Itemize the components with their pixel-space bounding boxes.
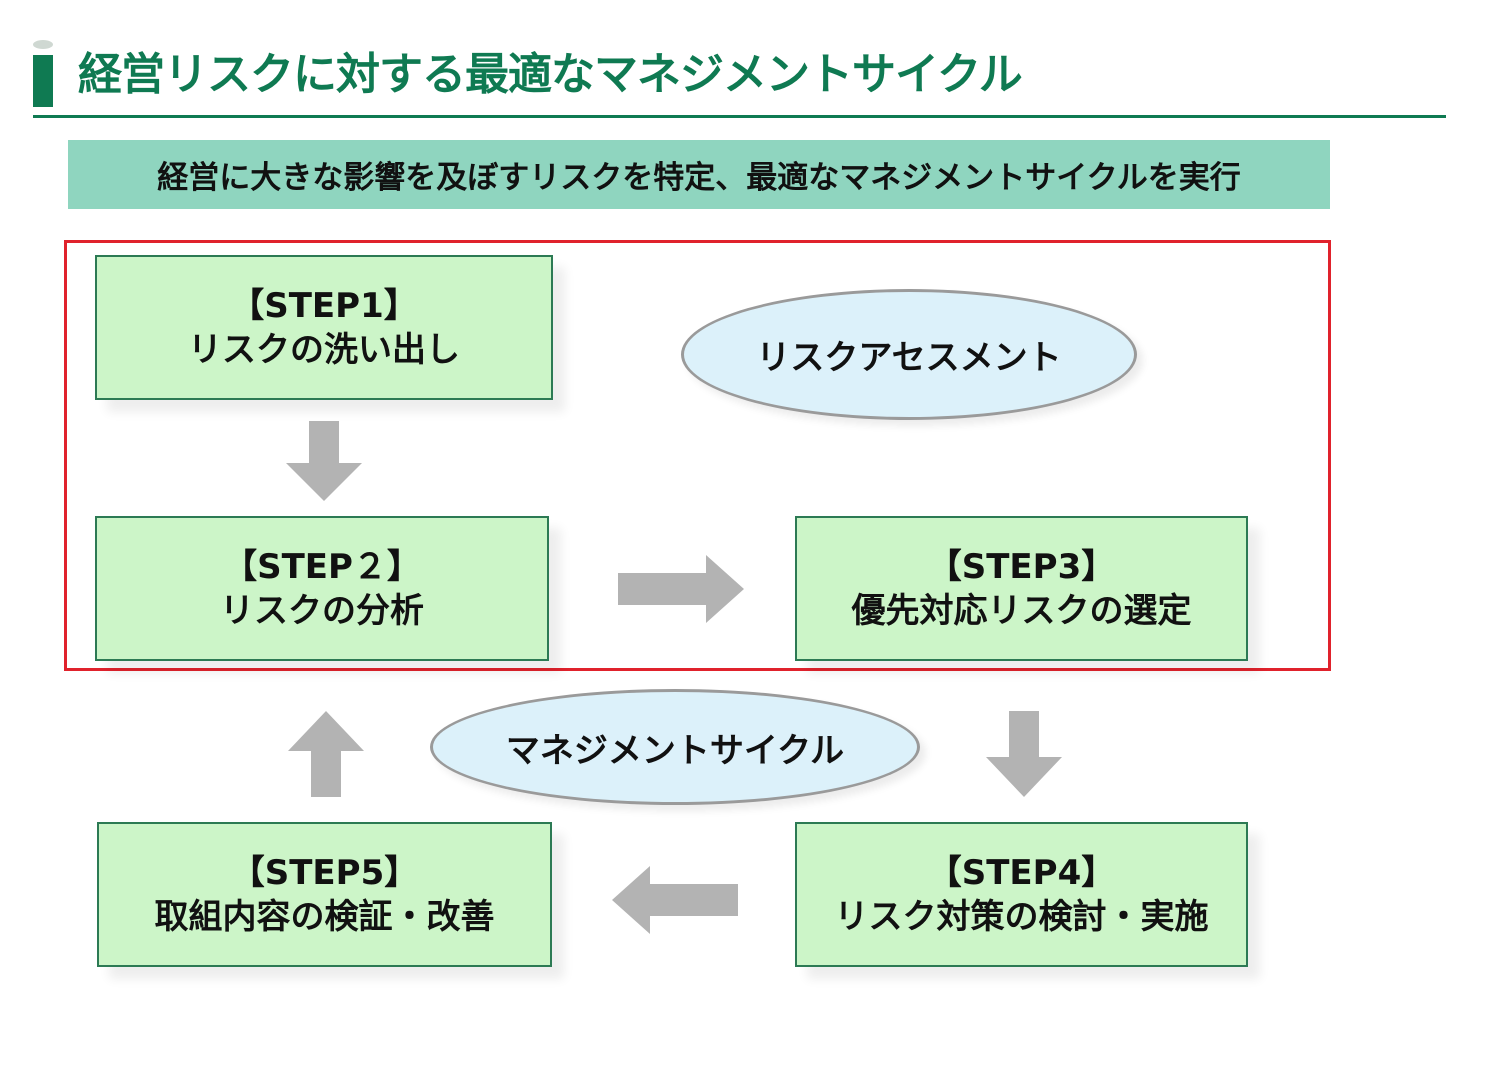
- step4-label: リスク対策の検討・実施: [834, 896, 1209, 937]
- step3-label: 優先対応リスクの選定: [851, 590, 1192, 631]
- arrow-left-step4-to-step5: [612, 866, 738, 934]
- arrow-right-step2-to-step3: [618, 555, 744, 623]
- arrow-down-step1-to-step2: [286, 421, 362, 501]
- step4-box: 【STEP4】 リスク対策の検討・実施: [795, 822, 1248, 967]
- step4-number: 【STEP4】: [927, 852, 1116, 893]
- title-marker-dot: [33, 40, 53, 49]
- title-divider: [33, 115, 1446, 118]
- step5-box: 【STEP5】 取組内容の検証・改善: [97, 822, 552, 967]
- step5-label: 取組内容の検証・改善: [154, 896, 495, 937]
- step3-box: 【STEP3】 優先対応リスクの選定: [795, 516, 1248, 661]
- risk-assessment-ellipse: リスクアセスメント: [681, 289, 1137, 420]
- arrow-down-step3-to-step4: [986, 711, 1062, 797]
- step1-box: 【STEP1】 リスクの洗い出し: [95, 255, 553, 400]
- step1-number: 【STEP1】: [230, 285, 418, 326]
- step3-number: 【STEP3】: [927, 546, 1116, 587]
- risk-assessment-frame: [64, 240, 1331, 671]
- step2-box: 【STEP２】 リスクの分析: [95, 516, 549, 661]
- title-marker-bar: [33, 55, 53, 107]
- summary-banner: 経営に大きな影響を及ぼすリスクを特定、最適なマネジメントサイクルを実行: [68, 140, 1330, 209]
- step2-label: リスクの分析: [220, 590, 424, 631]
- step5-number: 【STEP5】: [230, 852, 419, 893]
- arrow-up-step5-to-step2: [288, 711, 364, 797]
- step2-number: 【STEP２】: [223, 546, 421, 587]
- page-title: 経営リスクに対する最適なマネジメントサイクル: [78, 49, 1023, 100]
- management-cycle-ellipse: マネジメントサイクル: [430, 689, 920, 805]
- step1-label: リスクの洗い出し: [188, 329, 460, 370]
